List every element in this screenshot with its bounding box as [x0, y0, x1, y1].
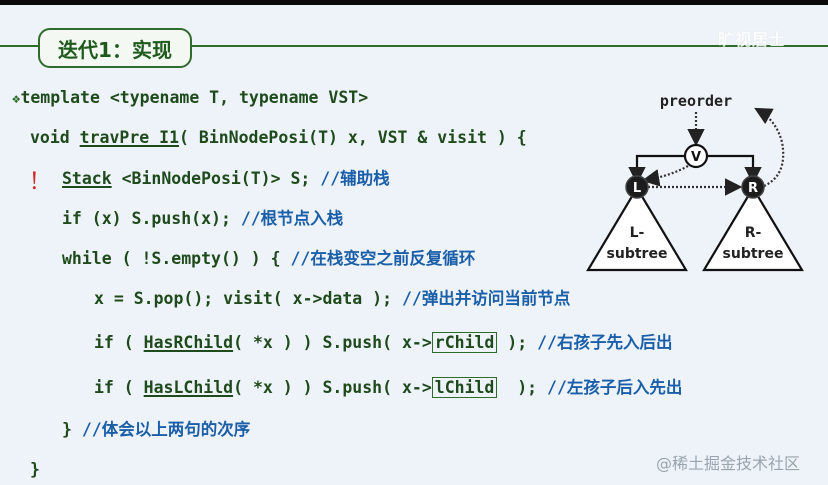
svg-text:L: L	[633, 181, 641, 196]
rchild-highlight: rChild	[431, 332, 498, 353]
node-r	[741, 175, 765, 199]
code-block: ❖template <typename T, typename VST> voi…	[0, 0, 682, 479]
visit-v-to-l	[641, 165, 689, 187]
footer-watermark: @稀土掘金技术社区	[656, 454, 801, 473]
node-v	[683, 143, 709, 169]
stack-type: Stack	[62, 169, 112, 188]
code-line-7: if ( HasRChild( *x ) ) S.push( x->rChild…	[94, 332, 673, 353]
svg-text:subtree: subtree	[723, 246, 784, 262]
code-line-6: x = S.pop(); visit( x->data ); //弹出并访问当前…	[94, 289, 571, 308]
exit-arrow	[754, 107, 785, 187]
comment: //右孩子先入后出	[537, 333, 673, 352]
edge-left	[628, 154, 684, 185]
code-line-9: } //体会以上两句的次序	[62, 420, 251, 439]
comment: //左孩子后入先出	[547, 378, 683, 397]
svg-text:L-: L-	[630, 225, 645, 241]
code-line-2: void travPre_I1( BinNodePosi(T) x, VST &…	[30, 128, 527, 147]
code-line-8: if ( HasLChild( *x ) ) S.push( x->lChild…	[94, 377, 683, 398]
svg-text:R-: R-	[745, 225, 762, 241]
code-line-5: while ( !S.empty() ) { //在栈变空之前反复循环	[62, 249, 476, 268]
top-bar	[0, 0, 828, 5]
title-rule	[0, 45, 828, 47]
code-line-1: ❖template <typename T, typename VST>	[12, 88, 369, 107]
code-line-4: if (x) S.push(x); //根节点入栈	[62, 209, 344, 228]
top-watermark: 旷视居士	[718, 30, 787, 49]
svg-text:V: V	[691, 150, 701, 165]
comment: //辅助栈	[320, 169, 390, 188]
slide-title-text: 迭代1：实现	[58, 37, 172, 62]
diamond-bullet-icon: ❖	[12, 91, 21, 107]
preorder-diagram: preorder L- subtree R- subtree V L R	[586, 92, 804, 272]
comment: //体会以上两句的次序	[81, 420, 251, 439]
preorder-label: preorder	[660, 92, 732, 110]
function-name: travPre_I1	[79, 128, 180, 147]
has-rchild-fn: HasRChild	[143, 333, 234, 352]
comment: //根节点入栈	[240, 209, 344, 228]
comment: //在栈变空之前反复循环	[290, 249, 476, 268]
code-line-10: }	[30, 460, 40, 479]
right-subtree-shape	[702, 185, 804, 272]
code-line-3: Stack <BinNodePosi(T)> S; //辅助栈	[62, 169, 390, 188]
edge-right	[708, 154, 762, 185]
slide-title: 迭代1：实现	[38, 28, 192, 68]
node-l	[625, 175, 649, 199]
svg-text:subtree: subtree	[607, 246, 668, 262]
exclamation-marker-icon: !	[30, 166, 39, 195]
comment: //弹出并访问当前节点	[401, 289, 571, 308]
left-subtree-shape	[586, 185, 688, 272]
svg-text:R: R	[748, 181, 758, 196]
has-lchild-fn: HasLChild	[143, 378, 234, 397]
lchild-highlight: lChild	[431, 377, 498, 398]
